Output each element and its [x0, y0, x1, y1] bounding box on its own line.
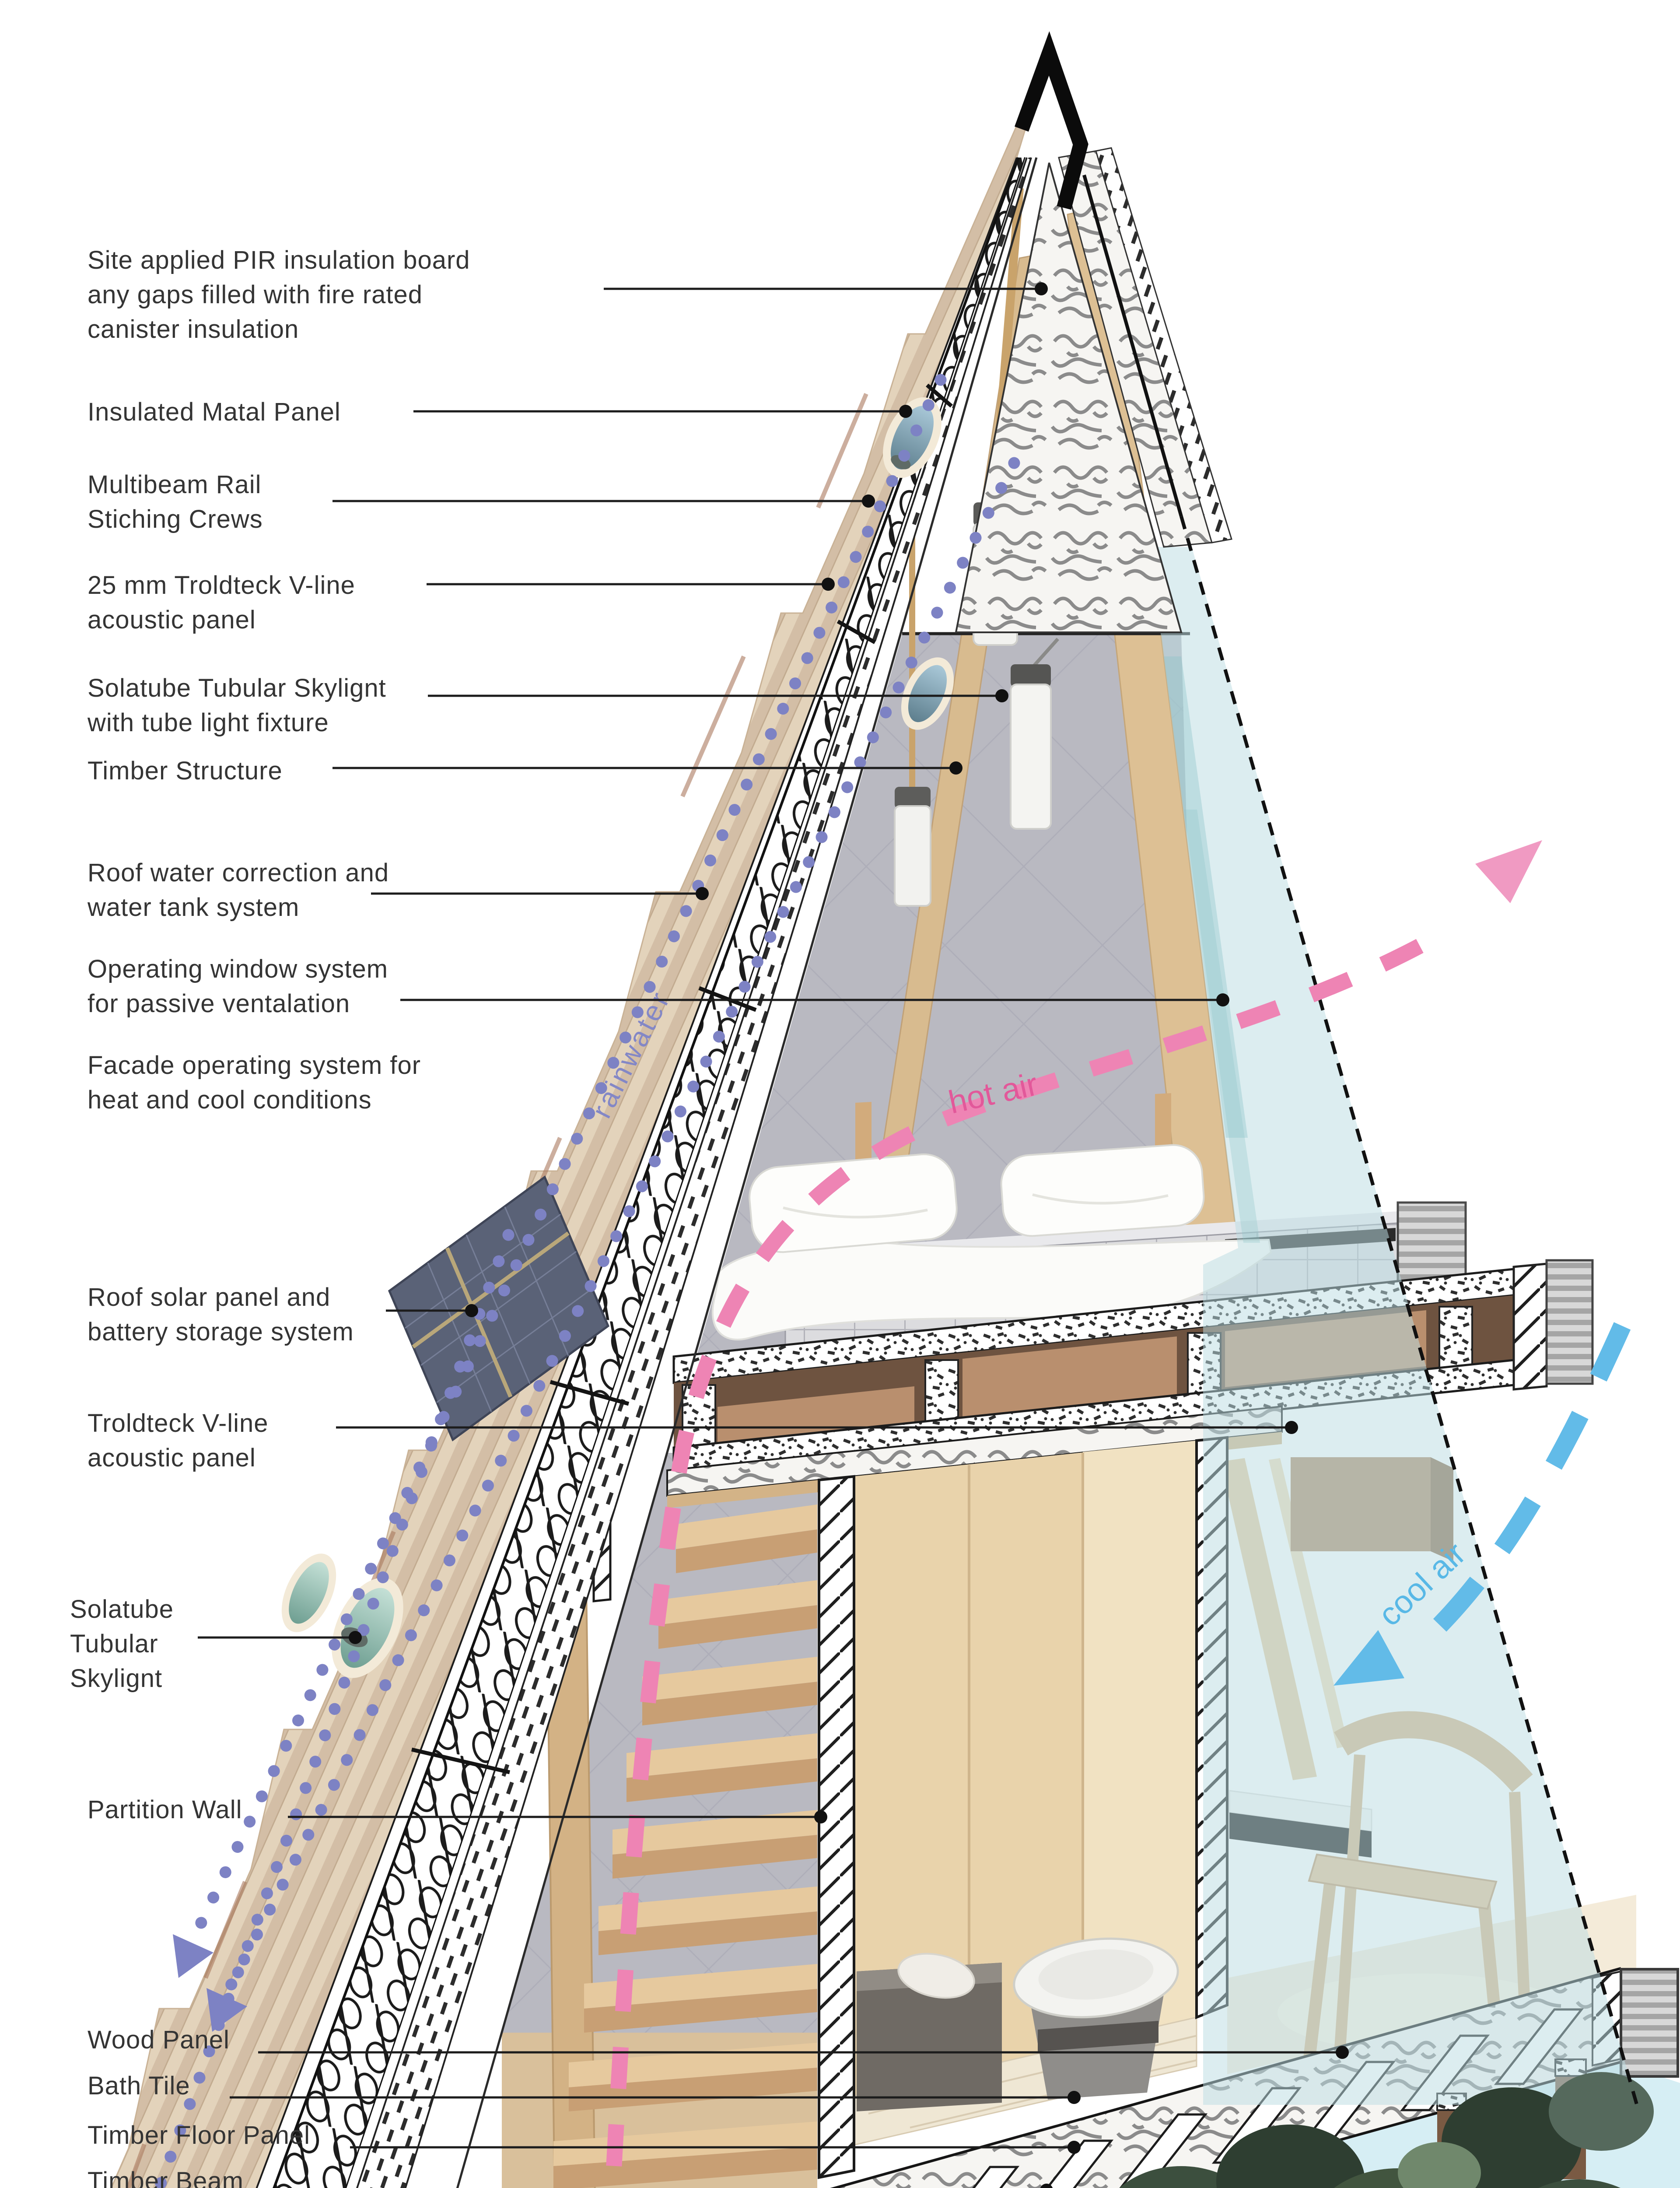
window-column	[1396, 1201, 1467, 1287]
pillow-left	[749, 1153, 958, 1253]
label-wood-panel: Wood Panel	[88, 2026, 230, 2054]
label-troldteck-25: 25 mm Troldteck V-line acoustic panel	[88, 571, 355, 634]
label-solatube-tube: Solatube Tubular Skylignt with tube ligh…	[88, 674, 386, 737]
facade-edge-line	[1082, 174, 1639, 2107]
skylight-domes	[281, 397, 954, 1678]
solar-panel	[388, 1175, 610, 1441]
label-pir: Site applied PIR insulation board any ga…	[88, 246, 470, 344]
floor-end-footing	[1545, 1259, 1594, 1385]
label-roof-solar: Roof solar panel and battery storage sys…	[88, 1283, 354, 1346]
cool-air-arrowhead	[1334, 1630, 1404, 1686]
glass-facade	[1150, 547, 1637, 2105]
rainwater-arrowhead	[173, 1934, 214, 1978]
hot-air-flow	[605, 840, 1542, 2188]
partition-wall	[818, 1475, 855, 2179]
rainwater-arrowhead	[206, 1988, 247, 2032]
ridge-cap	[1015, 31, 1088, 210]
label-operating-window: Operating window system for passive vent…	[88, 955, 388, 1018]
leader-dots	[349, 282, 1349, 2188]
label-timber-beam: Timber Beam	[88, 2167, 244, 2188]
tube-light-2	[1010, 664, 1052, 830]
label-bath-tile: Bath Tile	[88, 2072, 190, 2100]
label-timber-floor: Timber Floor Panel	[88, 2121, 311, 2149]
leader-lines	[198, 288, 1342, 2149]
floor-end-cap	[1512, 1262, 1548, 1391]
label-troldteck-v: Troldteck V-line acoustic panel	[88, 1409, 269, 1472]
rainwater-flow-lines	[153, 374, 1020, 2188]
metal-panel-band	[357, 158, 1031, 2188]
hot-air-arrowhead	[1475, 840, 1542, 903]
insulation-band	[274, 158, 1026, 2188]
label-multibeam: Multibeam Rail Stiching Crews	[88, 470, 263, 533]
cool-air-flow	[1334, 1322, 1631, 1686]
label-solatube-2: Solatube Tubular Skylignt	[70, 1595, 174, 1693]
tube-light-3	[894, 787, 931, 907]
label-roof-water: Roof water correction and water tank sys…	[88, 859, 389, 922]
towel	[897, 1953, 975, 1999]
label-timber-structure: Timber Structure	[88, 757, 283, 785]
label-partition-wall: Partition Wall	[88, 1795, 242, 1824]
toilet	[1013, 1937, 1179, 2100]
bathroom	[852, 1441, 1197, 2146]
pillow-right	[1000, 1144, 1205, 1237]
label-facade-operating: Facade operating system for heat and coo…	[88, 1051, 421, 1114]
plants	[1119, 2072, 1654, 2188]
label-insulated-metal: Insulated Matal Panel	[88, 398, 341, 426]
